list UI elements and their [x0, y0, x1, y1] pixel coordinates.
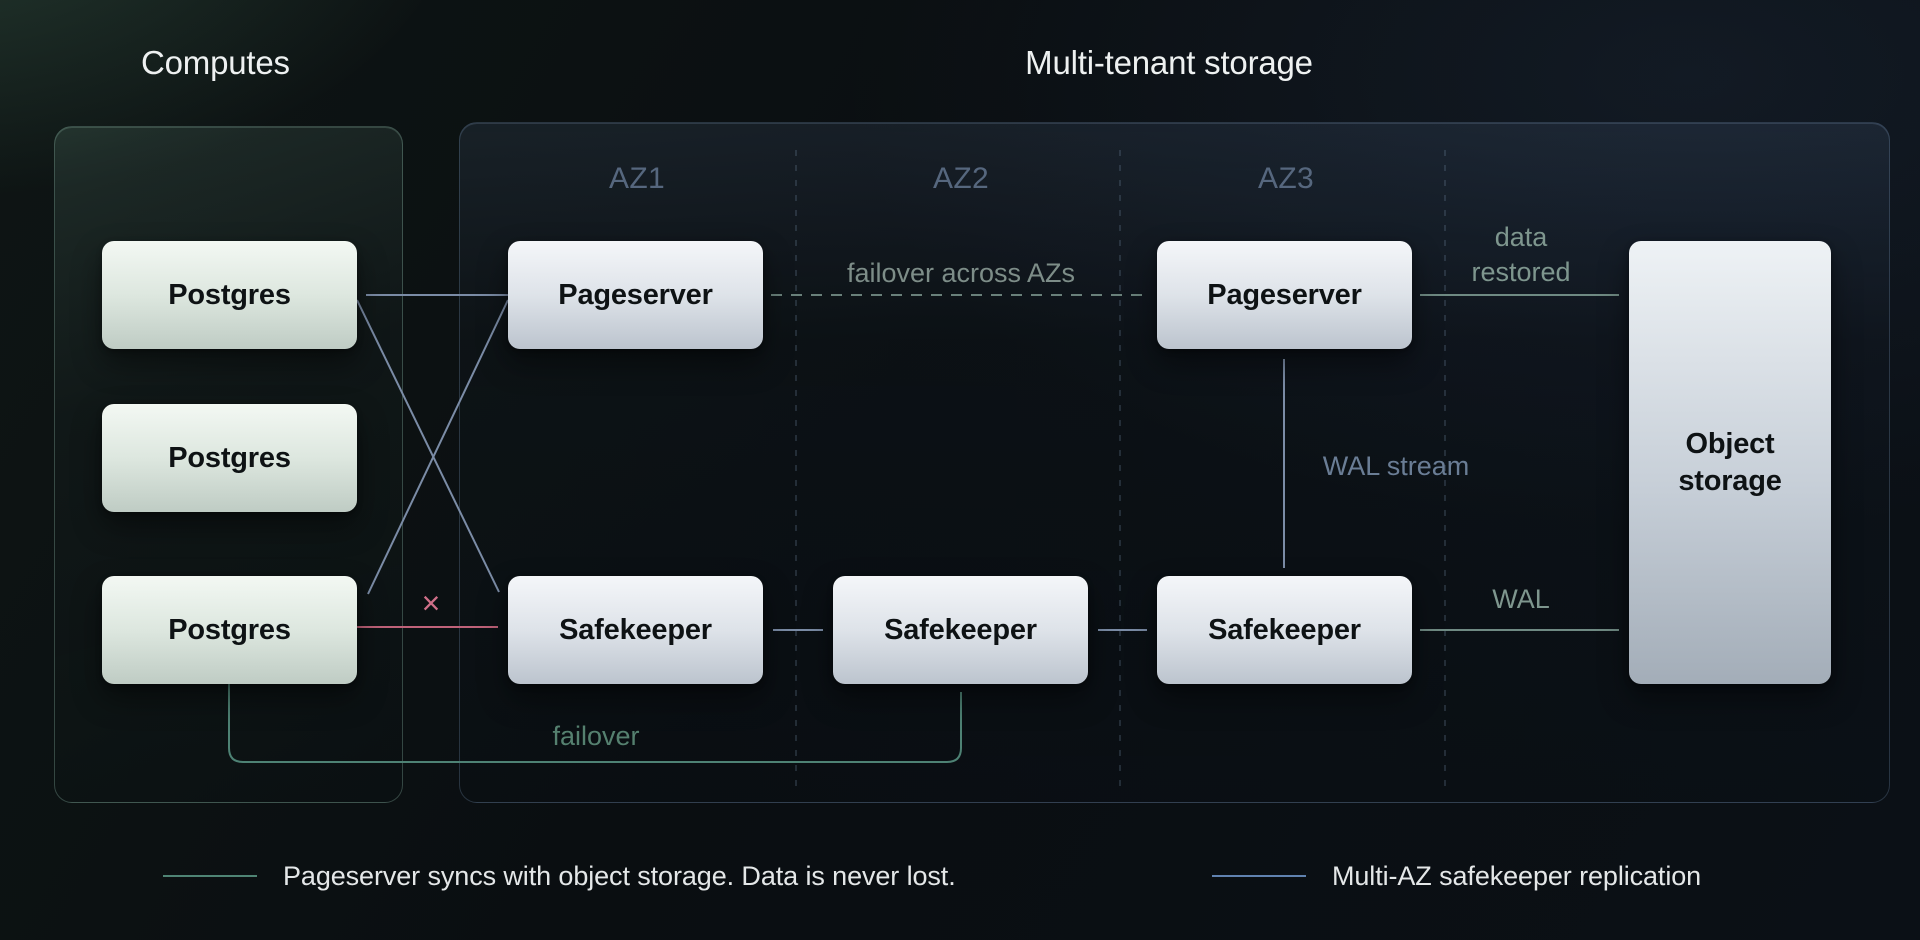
az1-label: AZ1: [609, 162, 665, 195]
legend-label-safekeeper-replication: Multi-AZ safekeeper replication: [1332, 860, 1702, 891]
object-storage-node: Object storage: [1629, 241, 1831, 684]
object-storage-label: Object storage: [1678, 428, 1782, 497]
edge-postgres1-to-safekeeper1: [356, 299, 500, 593]
pageserver-node-az1: Pageserver: [508, 241, 763, 349]
pageserver-node-az3: Pageserver: [1157, 241, 1412, 349]
az3-label: AZ3: [1258, 162, 1314, 195]
az2-label: AZ2: [933, 162, 989, 195]
wal-label: WAL: [1492, 584, 1550, 614]
legend: Pageserver syncs with object storage. Da…: [0, 856, 1920, 896]
postgres-node-1: Postgres: [102, 241, 357, 349]
postgres-node-2: Postgres: [102, 404, 357, 512]
edge-postgres3-failover-to-safekeeper2: [228, 684, 962, 763]
legend-item-safekeeper-replication: Multi-AZ safekeeper replication: [1212, 856, 1701, 896]
edge-pageserver1-to-postgres3: [367, 299, 509, 595]
legend-label-pageserver-sync: Pageserver syncs with object storage. Da…: [283, 860, 956, 891]
postgres-node-3: Postgres: [102, 576, 357, 684]
safekeeper-node-az3: Safekeeper: [1157, 576, 1412, 684]
legend-line-safekeeper-replication: [1212, 875, 1306, 877]
storage-title: Multi-tenant storage: [1025, 44, 1313, 81]
wal-stream-label: WAL stream: [1322, 451, 1470, 481]
safekeeper-node-az2: Safekeeper: [833, 576, 1088, 684]
computes-title: Computes: [141, 44, 290, 81]
failover-across-azs-label: failover across AZs: [846, 258, 1076, 288]
safekeeper-node-az1: Safekeeper: [508, 576, 763, 684]
failover-label: failover: [552, 721, 640, 751]
legend-line-pageserver-sync: [163, 875, 257, 877]
broken-connection-mark: ×: [421, 585, 441, 621]
legend-item-pageserver-sync: Pageserver syncs with object storage. Da…: [163, 856, 956, 896]
data-restored-label: data restored: [1471, 222, 1571, 288]
